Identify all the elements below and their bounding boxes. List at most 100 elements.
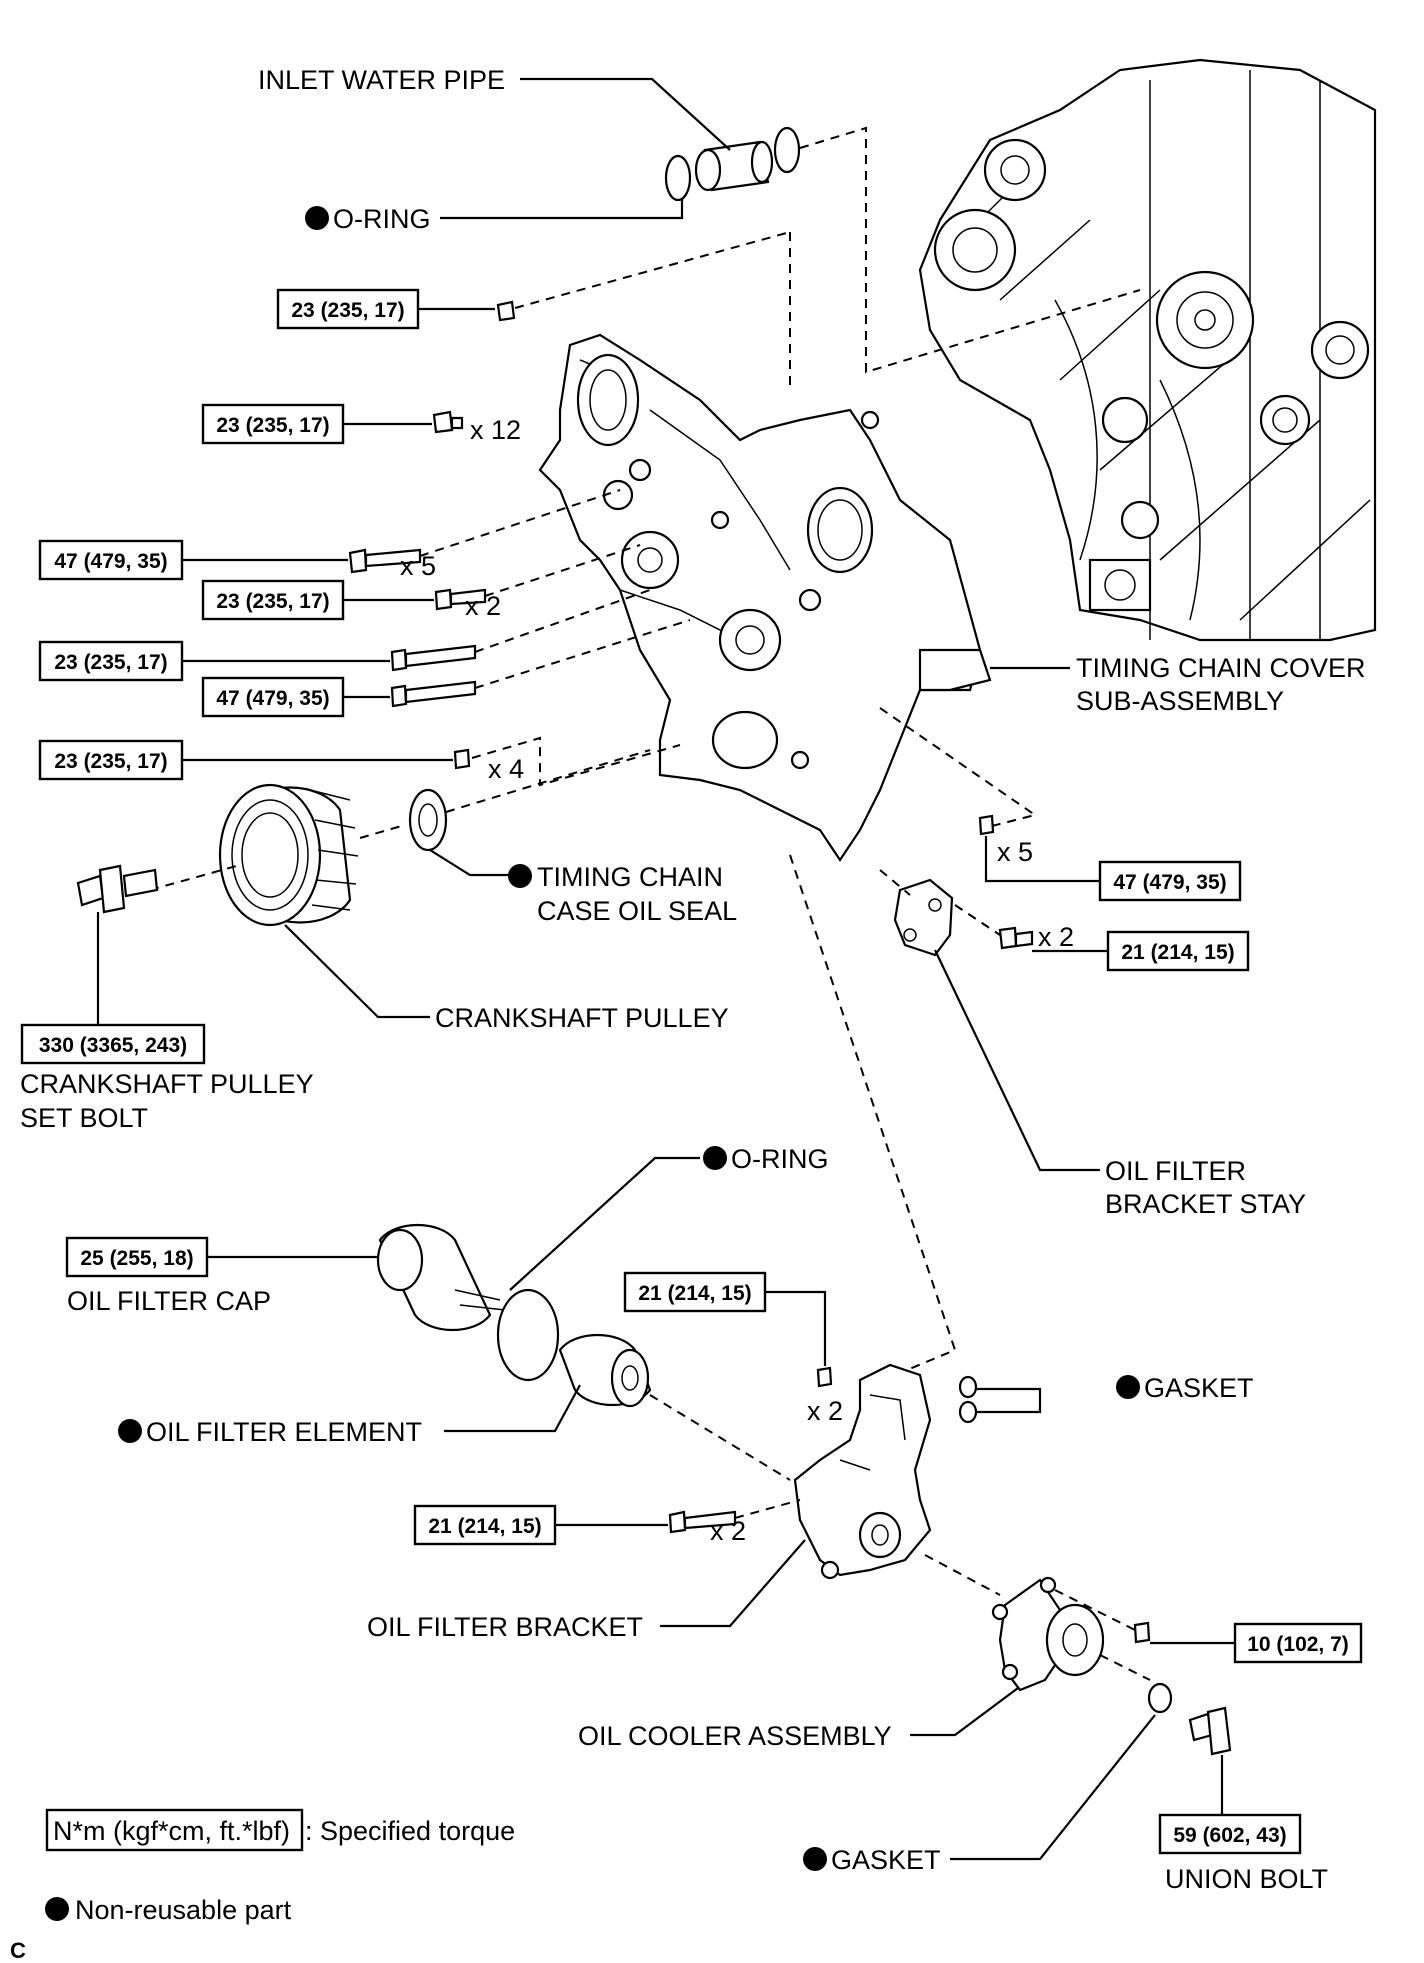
bolt-t13 <box>668 1510 737 1534</box>
o-ring-top-leader <box>440 198 684 220</box>
oil-cooler-leader <box>910 1687 1019 1737</box>
crankshaft-dashline <box>149 749 651 891</box>
bolt-t9 <box>998 926 1034 950</box>
o-ring-mid-leader <box>509 1156 700 1291</box>
label-inlet-water-pipe: INLET WATER PIPE <box>258 65 505 95</box>
crankshaft-pulley-leader <box>284 924 430 1019</box>
label-oil-seal-1: TIMING CHAIN <box>537 862 723 892</box>
torque-box-t3: 47 (479, 35) <box>38 539 184 581</box>
torque-box-t13: 21 (214, 15) <box>413 1504 557 1546</box>
bolt-t4 <box>434 588 487 611</box>
bolt-t14 <box>1133 1621 1151 1644</box>
label-crankshaft-bolt-1: CRANKSHAFT PULLEY <box>20 1069 314 1099</box>
non-reusable-marker <box>703 1146 727 1170</box>
legend: N*m (kgf*cm, ft.*lbf) : Specified torque… <box>45 1808 515 1925</box>
label-bracket-stay-1: OIL FILTER <box>1105 1156 1246 1186</box>
t6-dashline <box>474 619 691 689</box>
label-oil-cooler-assembly: OIL COOLER ASSEMBLY <box>578 1721 892 1751</box>
oil-seal-leader <box>429 849 510 877</box>
label-oil-filter-cap: OIL FILTER CAP <box>67 1286 271 1316</box>
torque-box-t15: 59 (602, 43) <box>1158 1813 1302 1855</box>
torque-t10: 330 (3365, 243) <box>39 1034 187 1057</box>
corner-code: C <box>10 1938 26 1963</box>
non-reusable-marker <box>508 864 532 888</box>
bolt-t8 <box>978 814 995 836</box>
bolt-t7 <box>453 748 471 770</box>
torque-t3: 47 (479, 35) <box>54 550 167 573</box>
t12-leader <box>765 1290 827 1366</box>
oil-filter-bracket-stay-part <box>893 878 954 957</box>
torque-t11: 25 (255, 18) <box>80 1247 193 1270</box>
t3-dashline <box>419 489 621 557</box>
torque-box-t14: 10 (102, 7) <box>1233 1622 1363 1664</box>
torque-t15: 59 (602, 43) <box>1173 1824 1286 1847</box>
oil-filter-element-part <box>558 1333 652 1408</box>
torque-t8: 47 (479, 35) <box>1113 871 1226 894</box>
label-timing-chain-cover-2: SUB-ASSEMBLY <box>1076 686 1284 716</box>
non-reusable-marker <box>45 1897 69 1921</box>
label-oil-filter-element: OIL FILTER ELEMENT <box>146 1417 422 1447</box>
multiplier-x2-bracket: x 2 <box>807 1396 843 1426</box>
gasket-lower-part <box>1147 1682 1173 1714</box>
label-union-bolt: UNION BOLT <box>1165 1864 1328 1894</box>
torque-box-t7: 23 (235, 17) <box>38 739 184 781</box>
gasket-lower-leader <box>950 1714 1156 1861</box>
torque-box-t5: 23 (235, 17) <box>38 640 184 682</box>
label-o-ring-mid: O-RING <box>731 1144 829 1174</box>
multiplier-x12: x 12 <box>470 415 521 445</box>
torque-box-t2: 23 (235, 17) <box>201 403 345 445</box>
gasket-upper-part-a <box>958 1375 978 1399</box>
crankshaft-pulley-set-bolt-part <box>76 864 159 914</box>
multiplier-x4: x 4 <box>488 754 524 784</box>
timing-chain-case-oil-seal-part <box>408 788 448 852</box>
label-crankshaft-pulley: CRANKSHAFT PULLEY <box>435 1003 729 1033</box>
torque-t2: 23 (235, 17) <box>216 414 329 437</box>
gasket-upper-part-b <box>958 1400 978 1424</box>
union-bolt-part <box>1188 1706 1232 1756</box>
non-reusable-marker <box>803 1847 827 1871</box>
multiplier-x2-bracket-bolt: x 2 <box>710 1516 746 1546</box>
legend-torque-box <box>45 1808 304 1852</box>
multiplier-x5-cover: x 5 <box>400 551 436 581</box>
label-gasket-upper: GASKET <box>1144 1373 1254 1403</box>
label-oil-seal-2: CASE OIL SEAL <box>537 896 737 926</box>
torque-box-t12: 21 (214, 15) <box>623 1271 767 1313</box>
torque-t4: 23 (235, 17) <box>216 590 329 613</box>
gasket-upper-leader <box>976 1387 1042 1414</box>
oil-filter-cap-part <box>376 1223 506 1332</box>
multiplier-x2-stay: x 2 <box>1038 922 1074 952</box>
bolt-t6 <box>390 680 477 708</box>
torque-box-t1: 23 (235, 17) <box>276 288 420 330</box>
inlet-pipe-dashline <box>789 126 1141 390</box>
oil-filter-bracket-part <box>793 1363 932 1580</box>
torque-t7: 23 (235, 17) <box>54 750 167 773</box>
legend-non-reusable: Non-reusable part <box>75 1895 292 1925</box>
timing-chain-cover-part <box>538 333 992 862</box>
legend-torque-desc: : Specified torque <box>305 1816 515 1846</box>
bolt-t12 <box>816 1366 833 1388</box>
inlet-water-pipe-leader <box>520 77 731 151</box>
oil-cooler-assembly-part <box>991 1576 1105 1692</box>
o-ring-mid-part <box>496 1288 560 1382</box>
cover-to-bracket-dashline <box>789 854 957 1376</box>
torque-t1: 23 (235, 17) <box>291 299 404 322</box>
torque-box-t11: 25 (255, 18) <box>65 1236 209 1278</box>
torque-t13: 21 (214, 15) <box>428 1515 541 1538</box>
oil-filter-dashline <box>649 1394 791 1481</box>
crankshaft-pulley-part <box>218 783 359 927</box>
label-timing-chain-cover-1: TIMING CHAIN COVER <box>1076 653 1366 683</box>
torque-box-t4: 23 (235, 17) <box>201 579 345 621</box>
torque-box-t9: 21 (214, 15) <box>1106 930 1250 972</box>
oil-filter-element-leader <box>444 1384 581 1433</box>
oil-filter-bracket-leader <box>660 1539 806 1628</box>
torque-t14: 10 (102, 7) <box>1247 1633 1349 1656</box>
bolt-t5 <box>390 644 477 672</box>
non-reusable-marker <box>118 1419 142 1443</box>
t8-leader <box>984 836 1100 883</box>
label-bracket-stay-2: BRACKET STAY <box>1105 1189 1306 1219</box>
label-crankshaft-bolt-2: SET BOLT <box>20 1103 148 1133</box>
torque-box-t8: 47 (479, 35) <box>1098 860 1242 902</box>
bolt-t1 <box>496 300 516 322</box>
bolt-t3 <box>348 548 422 574</box>
